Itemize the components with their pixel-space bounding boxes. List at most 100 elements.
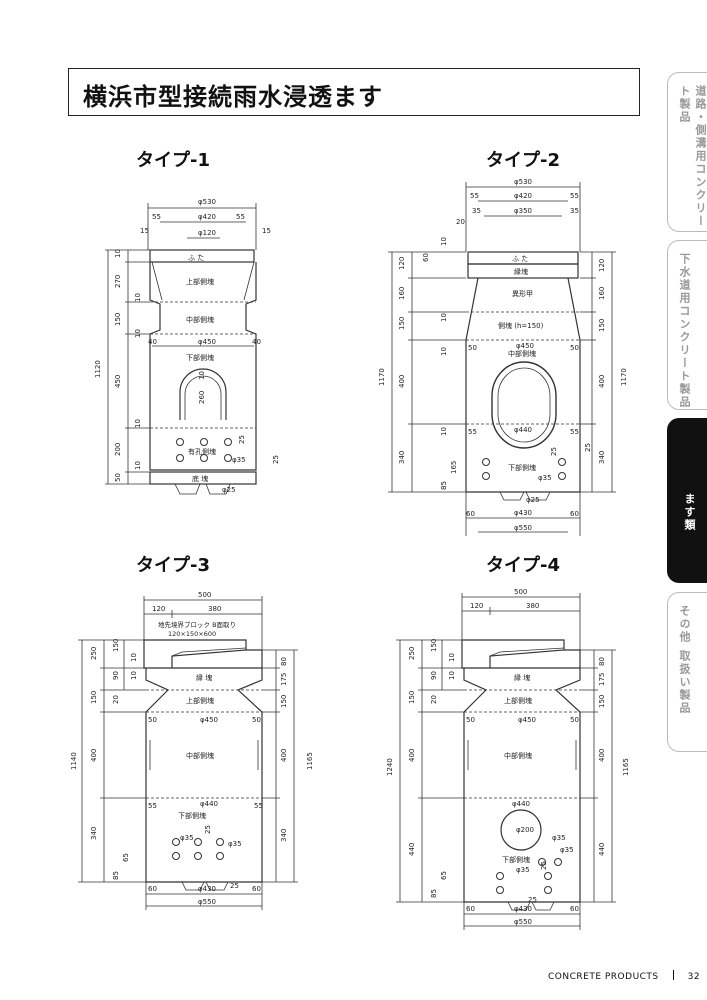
dim: 50 — [114, 473, 122, 482]
dim: 15 — [140, 227, 149, 235]
dim: 25 — [584, 443, 592, 452]
dim: 10 — [134, 329, 142, 338]
dim: 60 — [466, 905, 475, 913]
page-title: 横浜市型接続雨水浸透ます — [83, 83, 383, 111]
dim: 10 — [198, 371, 206, 380]
dim: 40 — [148, 338, 157, 346]
dim: 85 — [440, 481, 448, 490]
dim: 500 — [514, 588, 527, 596]
diagram-type-2-text: φ530 55 55 φ420 35 35 20 φ350 ふ た 縁塊 異形甲… — [378, 178, 628, 532]
side-tab-road-products[interactable]: 道路・側溝用コンクリート製品 — [667, 72, 707, 232]
part-label: 底 塊 — [192, 474, 208, 483]
side-tab-other-products[interactable]: その他 取扱い製品 — [667, 592, 707, 752]
dim-total: 1120 — [94, 360, 102, 378]
dim: φ530 — [514, 178, 532, 186]
dim: 55 — [152, 213, 161, 221]
dim: 380 — [208, 605, 221, 613]
dim: φ550 — [514, 524, 532, 532]
dim: 80 — [280, 657, 288, 666]
dim: φ25 — [222, 486, 236, 494]
dim: φ25 — [526, 496, 540, 504]
dim: φ420 — [514, 192, 532, 200]
dim: 165 — [450, 461, 458, 474]
dim: 175 — [280, 673, 288, 686]
dim: 10 — [448, 653, 456, 662]
dim: 60 — [252, 885, 261, 893]
dim: 25 — [204, 825, 212, 834]
dim: 25 — [528, 896, 537, 904]
part-label: 中部側塊 — [186, 751, 214, 760]
dim: 260 — [198, 391, 206, 404]
dim: 150 — [280, 695, 288, 708]
diagram-type-4-text: 500 120 380 縁 塊 上部側塊 中部側塊 下部側塊 φ450 50 5… — [386, 588, 630, 926]
dim: 400 — [90, 749, 98, 762]
dim: 10 — [134, 419, 142, 428]
dim-total: 1140 — [70, 752, 78, 770]
dim: 10 — [134, 293, 142, 302]
dim: 270 — [114, 275, 122, 288]
dim: 60 — [422, 253, 430, 262]
dim: 10 — [440, 427, 448, 436]
side-tab-sewer-products[interactable]: 下水道用コンクリート製品 — [667, 240, 707, 410]
type-2-label: タイプ-2 — [486, 150, 560, 171]
dim: 40 — [252, 338, 261, 346]
curb-size: 120×150×600 — [168, 630, 216, 638]
footer-brand: CONCRETE PRODUCTS — [548, 972, 659, 982]
part-label: 異形甲 — [512, 290, 533, 298]
dim: φ550 — [198, 898, 216, 906]
dim: 35 — [472, 207, 481, 215]
dim: φ420 — [198, 213, 216, 221]
dim: 175 — [598, 673, 606, 686]
dim: 340 — [598, 451, 606, 464]
dim: φ440 — [514, 426, 532, 434]
dim: 55 — [236, 213, 245, 221]
part-label: 中部側塊 — [186, 315, 214, 324]
dim: 10 — [134, 461, 142, 470]
dim: 55 — [570, 428, 579, 436]
dim: 60 — [570, 510, 579, 518]
dim: 65 — [440, 871, 448, 880]
dim: 10 — [448, 671, 456, 680]
dim: 340 — [398, 451, 406, 464]
part-label: ふ た — [512, 255, 528, 263]
dim: 50 — [570, 344, 579, 352]
dim: 55 — [254, 802, 263, 810]
dim-total: 1170 — [620, 368, 628, 386]
dim: 50 — [252, 716, 261, 724]
dim: φ35 — [538, 474, 552, 482]
part-label: 上部側塊 — [186, 696, 214, 705]
dim-total: 1165 — [622, 758, 630, 776]
dim: 120 — [398, 257, 406, 270]
dim: 250 — [90, 647, 98, 660]
dim: 160 — [398, 287, 406, 300]
dim-total: 1240 — [386, 758, 394, 776]
dim: 340 — [280, 829, 288, 842]
dim: 50 — [468, 344, 477, 352]
dim: 120 — [152, 605, 165, 613]
dim: φ430 — [514, 905, 532, 913]
dim: 25 — [238, 435, 246, 444]
dim: 400 — [408, 749, 416, 762]
dim: φ450 — [198, 338, 216, 346]
dim: 80 — [598, 657, 606, 666]
dim: 400 — [598, 375, 606, 388]
part-label: 縁 塊 — [514, 673, 530, 682]
dim: φ450 — [518, 716, 536, 724]
dim: 250 — [408, 647, 416, 660]
part-label: 中部側塊 — [504, 751, 532, 760]
page-title-box: 横浜市型接続雨水浸透ます — [68, 68, 640, 116]
dim: φ550 — [514, 918, 532, 926]
part-label: 下部側塊 — [508, 463, 536, 472]
dim: φ120 — [198, 229, 216, 237]
dim: 60 — [466, 510, 475, 518]
dim: 150 — [114, 313, 122, 326]
dim: 55 — [470, 192, 479, 200]
part-label: 縁塊 — [514, 267, 528, 276]
side-tab-masu[interactable]: ます類 — [667, 418, 707, 583]
dim: 55 — [148, 802, 157, 810]
dim: φ200 — [516, 826, 534, 834]
dim: 90 — [112, 671, 120, 680]
dim: φ530 — [198, 198, 216, 206]
dim: φ350 — [514, 207, 532, 215]
